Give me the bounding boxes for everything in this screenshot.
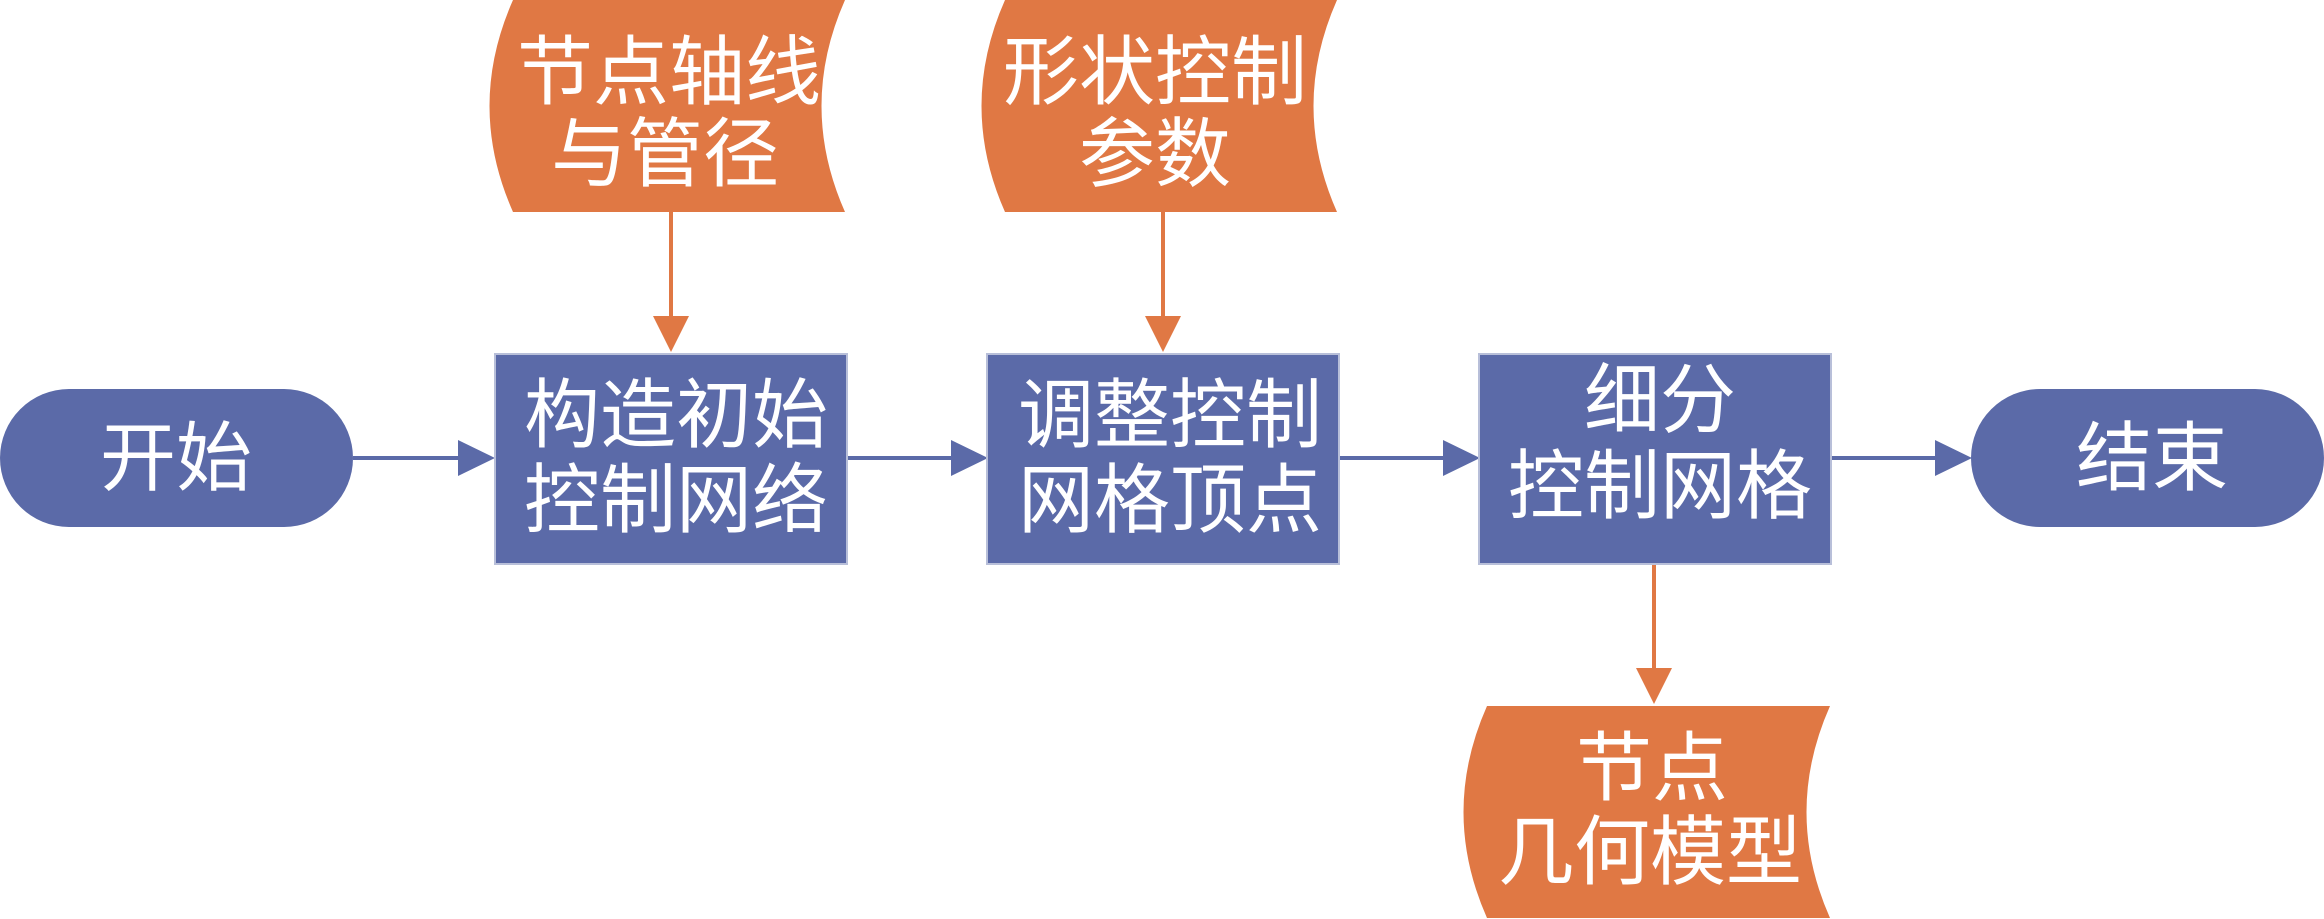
input-data-2: 形状控制 参数: [981, 0, 1337, 212]
process-step-2-shape: [986, 353, 1340, 565]
process-step-1-shape: [494, 353, 848, 565]
input-data-2-line2: 参数: [1079, 110, 1231, 199]
input-data-1-shape: [489, 0, 845, 212]
process-step-3: 细分 控制网格: [1478, 353, 1832, 565]
start-label: 开始: [100, 414, 252, 503]
process-step-2: 调整控制 网格顶点: [986, 353, 1340, 565]
process-step-1-line2: 控制网络: [524, 456, 828, 545]
arrowhead-step3-to-end: [1935, 440, 1972, 476]
process-step-2-line2: 网格顶点: [1018, 456, 1322, 545]
process-step-3-shape: [1478, 353, 1832, 565]
input-data-1-line2: 与管径: [551, 110, 779, 199]
process-step-3-line2: 控制网格: [1508, 442, 1812, 531]
input-data-1-line1: 节点轴线: [517, 28, 821, 117]
input-data-2-shape: [981, 0, 1337, 212]
arrowhead-input1-to-step1: [653, 316, 689, 352]
end-terminal: 结束: [1971, 389, 2324, 527]
end-shape: [1971, 389, 2324, 527]
output-data-line2: 几何模型: [1498, 808, 1802, 897]
flow-arrows: [353, 440, 1972, 476]
arrowhead-step2-to-step3: [1443, 440, 1480, 476]
input-data-2-line1: 形状控制: [1003, 28, 1307, 117]
input-data-1: 节点轴线 与管径: [489, 0, 845, 212]
output-data-line1: 节点: [1576, 724, 1728, 813]
start-shape: [0, 389, 353, 527]
process-step-1: 构造初始 控制网络: [494, 353, 848, 565]
output-data-shape: [1463, 706, 1830, 918]
arrowhead-step3-to-output: [1636, 668, 1672, 704]
arrowhead-input2-to-step2: [1145, 316, 1181, 352]
process-step-2-line1: 调整控制: [1018, 371, 1322, 460]
arrowhead-step1-to-step2: [951, 440, 988, 476]
process-step-3-line1: 细分: [1584, 356, 1736, 445]
output-data: 节点 几何模型: [1463, 706, 1830, 918]
arrowhead-start-to-step1: [458, 440, 495, 476]
start-terminal: 开始: [0, 389, 353, 527]
data-arrows: [653, 212, 1672, 704]
end-label: 结束: [2076, 414, 2228, 503]
process-step-1-line1: 构造初始: [524, 371, 828, 460]
